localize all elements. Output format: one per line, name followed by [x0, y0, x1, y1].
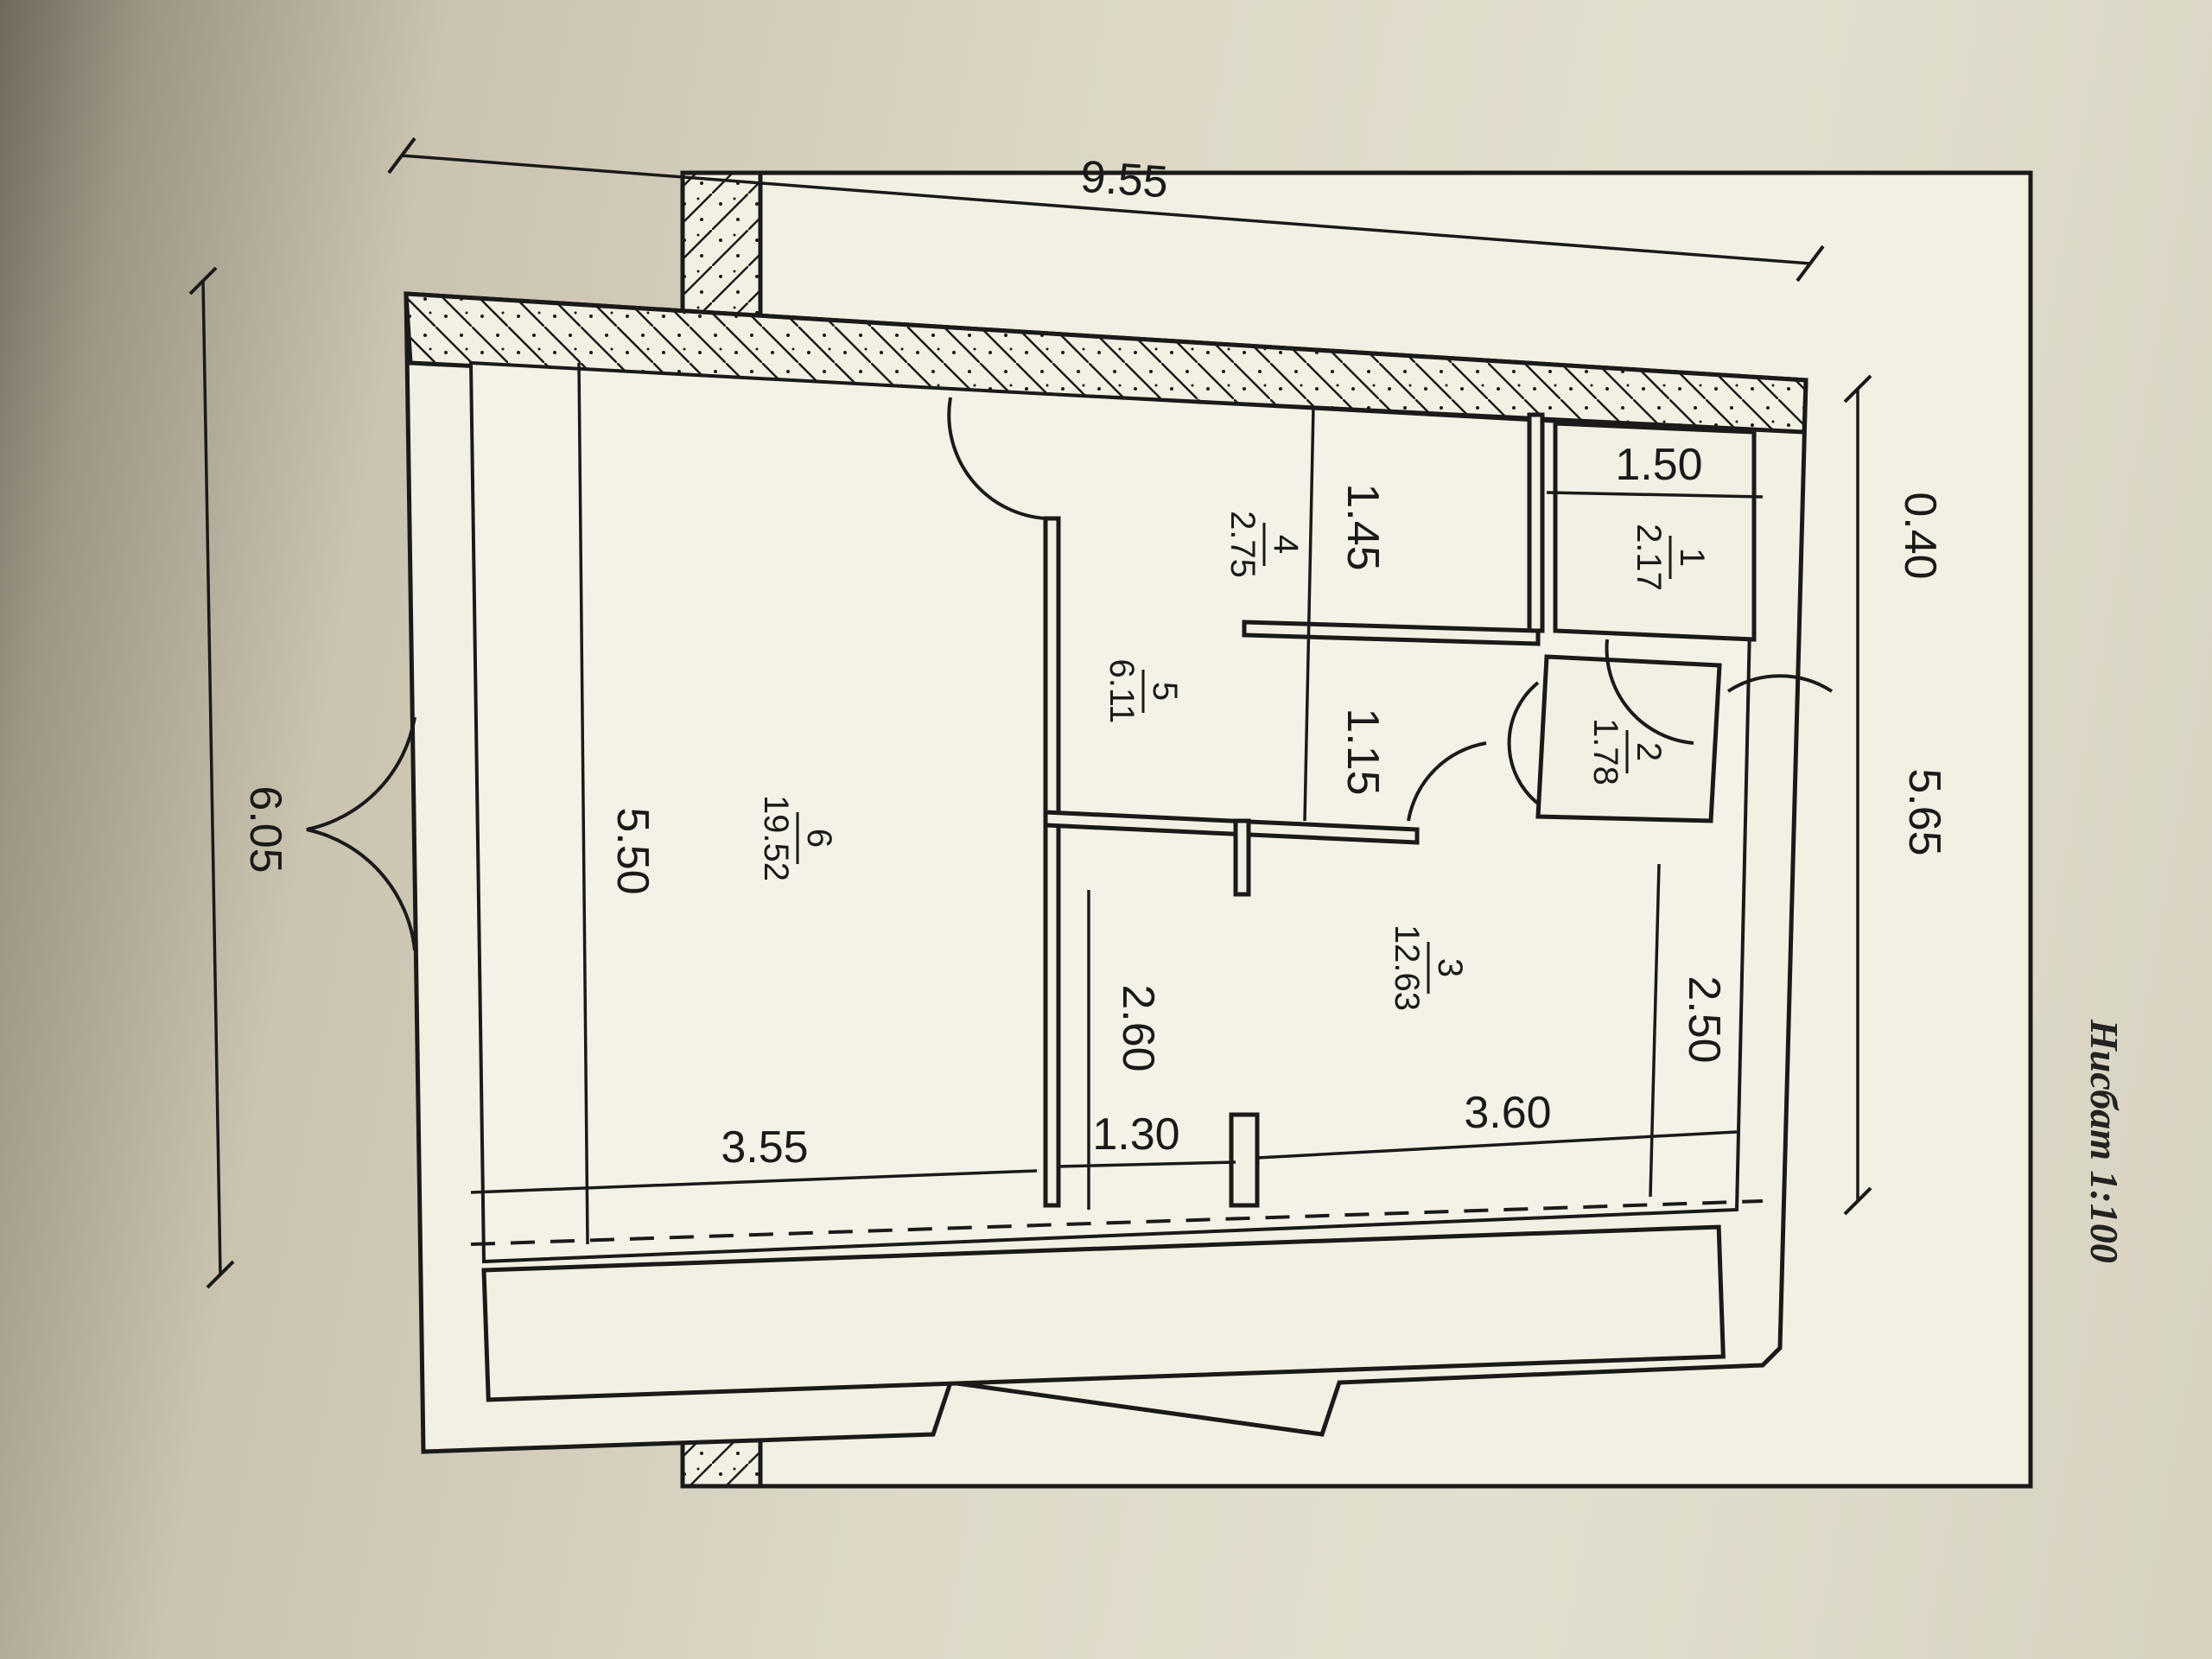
dim-250-label: 2.50: [1679, 976, 1729, 1063]
dimension-lines: [201, 154, 1859, 1275]
dim-550-label: 5.50: [607, 807, 658, 894]
dim-150-label: 1.50: [1615, 440, 1702, 490]
room-5-number: 5: [1146, 682, 1184, 701]
dim-260-label: 2.60: [1113, 984, 1163, 1071]
scale-caption: Нисбат 1:100: [2082, 1020, 2126, 1263]
room-6-number: 6: [800, 829, 838, 848]
room-4-number: 4: [1267, 535, 1305, 554]
room-1-number: 1: [1673, 548, 1711, 567]
dim-145-label: 1.45: [1338, 483, 1388, 570]
plan-body: [404, 291, 1808, 1454]
room-3-number: 3: [1431, 958, 1469, 977]
room-2-number: 2: [1630, 742, 1668, 761]
room-5-area: 6.11: [1103, 659, 1141, 724]
room-3-area: 12.63: [1388, 925, 1426, 1011]
dimension-ticks: [188, 137, 1872, 1289]
overall-width-label: 6.05: [240, 785, 290, 873]
room-2-area: 1.78: [1586, 718, 1624, 785]
dimension-labels: 9.55 6.05 5.65 0.40 5.50 1.45 1.15 1.50 …: [240, 152, 1949, 1173]
dim-355-label: 3.55: [721, 1122, 808, 1173]
dim-130-label: 1.30: [1092, 1109, 1179, 1160]
door-swings: [306, 397, 1834, 951]
dim-115-label: 1.15: [1338, 708, 1388, 795]
right-side-label: 5.65: [1899, 768, 1949, 855]
room-6-area: 19.52: [757, 795, 795, 881]
room-4-area: 2.75: [1224, 511, 1262, 578]
dim-360-label: 3.60: [1464, 1088, 1551, 1138]
room-labels: 1 2.17 2 1.78 3 12.63 4 2.75 5 6.11 6 19…: [757, 511, 1711, 1011]
wall-thickness-label: 0.40: [1895, 492, 1945, 579]
room-1-area: 2.17: [1630, 524, 1668, 591]
overall-length-label: 9.55: [1079, 152, 1170, 208]
